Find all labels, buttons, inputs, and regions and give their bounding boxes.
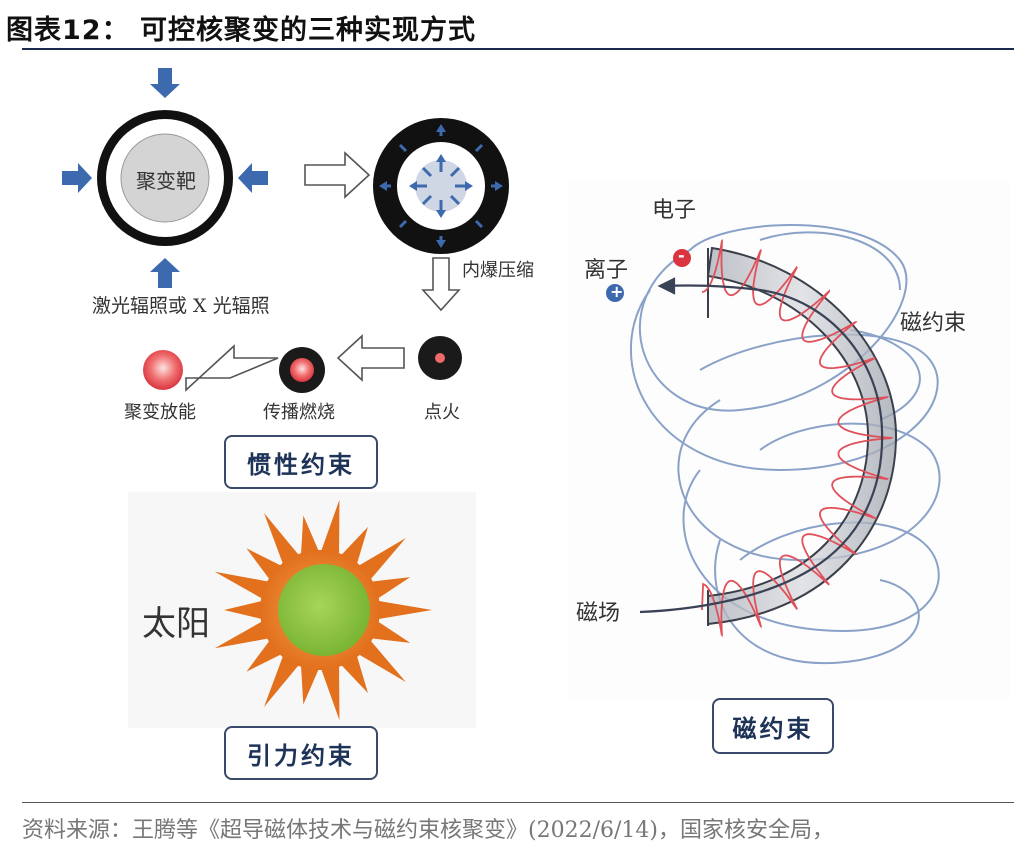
sun-ray xyxy=(214,571,270,600)
sun-ray xyxy=(377,600,432,620)
sun-ray xyxy=(246,639,283,672)
implosion-arrowheads xyxy=(379,124,503,248)
irradiation-arrows xyxy=(62,68,268,288)
sun-ray xyxy=(300,664,320,705)
ion-label: 离子 xyxy=(584,258,629,283)
electron-particle xyxy=(673,249,691,267)
hollow-arrow-left-1 xyxy=(336,334,405,382)
implosion-label: 内爆压缩 xyxy=(462,260,534,281)
implosion-capsule xyxy=(373,118,509,254)
sun-ray xyxy=(300,515,320,556)
sun-rays xyxy=(214,499,432,721)
magnetic-box-label: 磁约束 xyxy=(712,698,834,754)
sun-label: 太阳 xyxy=(142,604,210,644)
burn-dot xyxy=(279,347,325,393)
electron-sign: - xyxy=(678,246,685,265)
field-line xyxy=(639,277,884,614)
ion-particle xyxy=(606,284,624,302)
inertial-box-label: 惯性约束 xyxy=(224,435,378,489)
radiation-label: 激光辐照或 X 光辐照 xyxy=(92,295,270,317)
magnetic-panel-bg xyxy=(568,180,1010,700)
sun-ray xyxy=(340,526,368,566)
sun-ray xyxy=(320,499,340,556)
beam-label: 磁约束 xyxy=(900,311,967,336)
sun-core xyxy=(260,550,380,670)
sun-ray xyxy=(357,639,406,682)
ignition-dot xyxy=(418,336,462,380)
target-label: 聚变靶 xyxy=(136,169,196,193)
sun-ray xyxy=(320,664,340,721)
title-divider xyxy=(22,48,1014,50)
sun-ray xyxy=(224,600,263,620)
electron-label: 电子 xyxy=(652,198,697,223)
ignition-label: 点火 xyxy=(424,402,460,423)
sun-ray xyxy=(264,513,300,566)
gravity-box-label: 引力约束 xyxy=(224,726,378,780)
ion-sign: + xyxy=(610,282,624,301)
sun-ray xyxy=(264,654,300,707)
sun-ray xyxy=(357,538,406,581)
footer-divider xyxy=(22,802,1014,803)
sun-ray xyxy=(246,548,283,581)
figure-title: 图表12： 可控核聚变的三种实现方式 xyxy=(6,15,476,46)
electron-helix xyxy=(701,238,894,638)
target-capsule xyxy=(97,110,233,246)
release-dot xyxy=(143,350,183,390)
burn-label: 传播燃烧 xyxy=(263,402,335,423)
sun-ray xyxy=(370,620,411,643)
hollow-arrow-down xyxy=(421,257,461,312)
hollow-arrow-left-2 xyxy=(185,344,279,392)
sun-ray xyxy=(214,620,270,649)
hollow-arrow-right xyxy=(304,151,371,199)
sun-ray xyxy=(340,654,368,694)
source-note: 资料来源：王腾等《超导磁体技术与磁约束核聚变》(2022/6/14)，国家核安全… xyxy=(22,818,834,843)
field-label: 磁场 xyxy=(576,601,621,626)
helix-path xyxy=(701,238,894,638)
sun-ray xyxy=(370,577,411,600)
release-label: 聚变放能 xyxy=(124,402,196,423)
